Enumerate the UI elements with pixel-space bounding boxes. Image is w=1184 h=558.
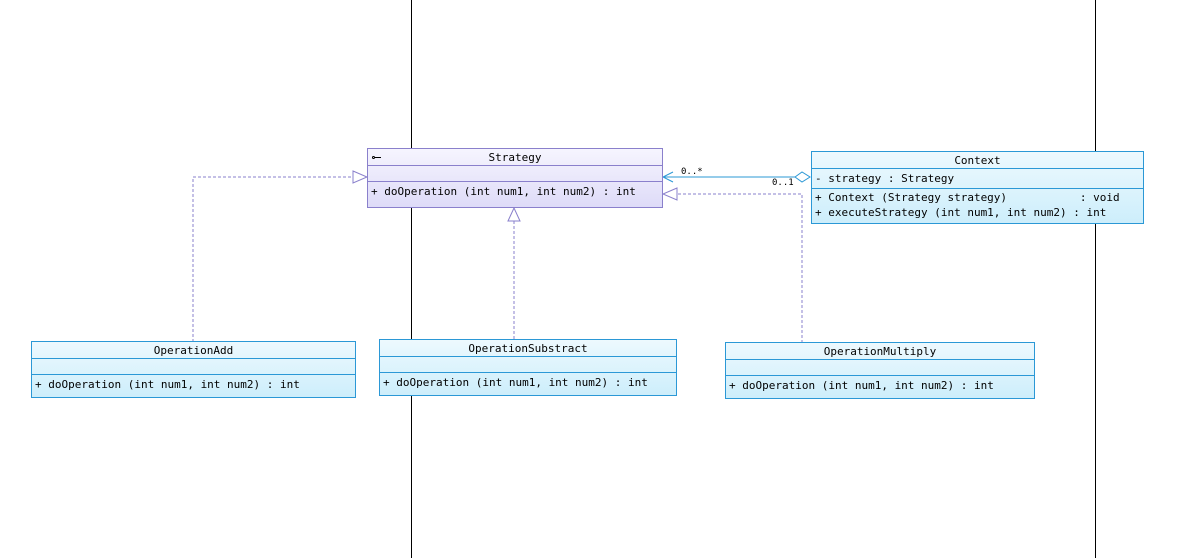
class-name: OperationMultiply [823,345,937,358]
class-name: OperationSubstract [468,342,588,355]
operation-dooperation[interactable]: + doOperation (int num1, int num2) : int [383,376,648,389]
operation-context-constructor[interactable]: + Context (Strategy strategy) : void [815,191,1120,204]
realization-operationadd-strategy[interactable] [192,170,369,342]
realization-operationmultiply-strategy[interactable] [661,187,803,343]
class-name: Strategy [488,151,542,164]
class-name-section: OperationAdd [32,342,355,359]
page-divider-right [1095,0,1096,558]
realization-arrowhead [507,206,521,222]
aggregation-diamond [794,171,811,183]
class-name: Context [954,154,1001,167]
page-divider-left [411,0,412,558]
class-operationsubstract[interactable]: OperationSubstract + doOperation (int nu… [379,339,677,396]
class-name: OperationAdd [153,344,234,357]
attributes-section: - strategy : Strategy [812,169,1143,189]
class-context[interactable]: Context - strategy : Strategy + Context … [811,151,1144,224]
class-name-section: Context [812,152,1143,169]
attribute-strategy[interactable]: - strategy : Strategy [815,172,955,185]
navigability-arrowhead [661,171,674,183]
source-multiplicity-label: 0..1 [772,178,794,188]
class-strategy[interactable]: Strategy + doOperation (int num1, int nu… [367,148,663,208]
operations-section: + doOperation (int num1, int num2) : int [368,182,662,199]
operations-section: + Context (Strategy strategy) : void + e… [812,189,1143,220]
realization-arrowhead [352,170,369,184]
attributes-section [726,360,1034,376]
class-name-section: Strategy [368,149,662,166]
attributes-section [380,357,676,373]
attributes-section [368,166,662,182]
aggregation-context-strategy[interactable] [661,171,811,183]
operations-section: + doOperation (int num1, int num2) : int [32,375,355,392]
realization-operationsubstract-strategy[interactable] [507,206,521,339]
class-name-section: OperationSubstract [380,340,676,357]
operation-executestrategy[interactable]: + executeStrategy (int num1, int num2) :… [815,206,1107,219]
class-operationmultiply[interactable]: OperationMultiply + doOperation (int num… [725,342,1035,399]
operation-dooperation[interactable]: + doOperation (int num1, int num2) : int [35,378,300,391]
attributes-section [32,359,355,375]
operation-dooperation[interactable]: + doOperation (int num1, int num2) : int [371,185,636,198]
class-name-section: OperationMultiply [726,343,1034,360]
realization-arrowhead [661,187,678,201]
interface-lollipop-icon [372,156,381,159]
class-operationadd[interactable]: OperationAdd + doOperation (int num1, in… [31,341,356,398]
operations-section: + doOperation (int num1, int num2) : int [726,376,1034,393]
target-multiplicity-label: 0..* [681,167,703,177]
operations-section: + doOperation (int num1, int num2) : int [380,373,676,390]
operation-dooperation[interactable]: + doOperation (int num1, int num2) : int [729,379,994,392]
